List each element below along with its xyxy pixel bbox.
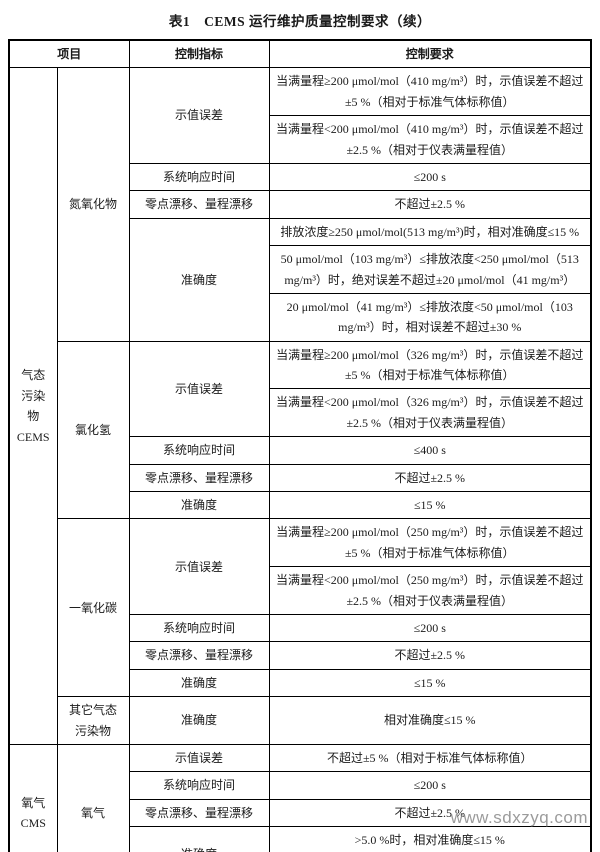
req-cell-other-accuracy: 相对准确度≤15 %: [268, 696, 592, 745]
req-cell-nox-ie-low: 当满量程<200 μmol/mol（410 mg/m³）时，示值误差不超过±2.…: [268, 115, 592, 164]
req-cell-o2-drift: 不超过±2.5 %: [268, 798, 592, 828]
header-cell-item: 项目: [8, 39, 130, 69]
table-row: 零点漂移、量程漂移 不超过±2.5 %: [9, 463, 592, 493]
indicator-cell-nox-response-time: 系统响应时间: [128, 162, 270, 192]
indicator-cell-co-response-time: 系统响应时间: [128, 613, 270, 643]
table-row: 零点漂移、量程漂移 不超过±2.5 %: [9, 190, 592, 219]
header-cell-indicator: 控制指标: [128, 39, 270, 69]
req-cell-hcl-drift: 不超过±2.5 %: [268, 463, 592, 493]
table-row: 系统响应时间 ≤400 s: [9, 436, 592, 465]
req-cell-nox-accuracy-3: 20 μmol/mol（41 mg/m³）≤排放浓度<50 μmol/mol（1…: [268, 292, 592, 342]
table-title: 表1 CEMS 运行维护质量控制要求（续）: [168, 14, 432, 29]
indicator-cell-nox-indication-error: 示值误差: [128, 67, 270, 164]
table-row: 准确度 ≤15 %: [9, 668, 592, 698]
table-row: 气态 污染 物 CEMS 氮氧化物 示值误差 当满量程≥200 μmol/mol…: [8, 67, 592, 745]
indicator-cell-co-indication-error: 示值误差: [128, 518, 270, 615]
table-row: 准确度 >5.0 %时，相对准确度≤15 %: [9, 826, 592, 852]
req-cell-hcl-accuracy: ≤15 %: [268, 491, 592, 520]
pollutant-cell-co: 一氧化碳: [56, 518, 130, 698]
header-cell-requirement: 控制要求: [268, 39, 592, 69]
table-row: 当满量程<200 μmol/mol（250 mg/m³）时，示值误差不超过±2.…: [9, 566, 592, 615]
pollutant-cell-o2: 氧气: [56, 743, 130, 852]
req-cell-co-ie-high: 当满量程≥200 μmol/mol（250 mg/m³）时，示值误差不超过±5 …: [268, 518, 592, 568]
group-cell-oxygen-cms: 氧气 CMS: [8, 743, 58, 852]
table-row: 其它气态 污染物 准确度 相对准确度≤15 %: [9, 696, 592, 745]
req-cell-co-drift: 不超过±2.5 %: [268, 641, 592, 670]
indicator-cell-o2-accuracy: 准确度: [128, 826, 270, 852]
table-row: 系统响应时间 ≤200 s: [9, 613, 592, 643]
indicator-cell-o2-response-time: 系统响应时间: [128, 771, 270, 800]
indicator-cell-other-accuracy: 准确度: [128, 696, 270, 745]
table-row: 准确度 ≤15 %: [9, 491, 592, 520]
indicator-cell-hcl-indication-error: 示值误差: [128, 340, 270, 438]
req-cell-hcl-ie-low: 当满量程<200 μmol/mol（326 mg/m³）时，示值误差不超过±2.…: [268, 388, 592, 438]
req-cell-co-ie-low: 当满量程<200 μmol/mol（250 mg/m³）时，示值误差不超过±2.…: [268, 566, 592, 615]
table-row: 50 μmol/mol（103 mg/m³）≤排放浓度<250 μmol/mol…: [9, 245, 592, 294]
table-row: 系统响应时间 ≤200 s: [9, 162, 592, 192]
req-cell-nox-drift: 不超过±2.5 %: [268, 190, 592, 219]
header-row: 项目 控制指标 控制要求: [8, 39, 592, 69]
indicator-cell-hcl-response-time: 系统响应时间: [128, 436, 270, 465]
table-row: 一氧化碳 示值误差 当满量程≥200 μmol/mol（250 mg/m³）时，…: [9, 518, 592, 698]
table-row: 当满量程<200 μmol/mol（326 mg/m³）时，示值误差不超过±2.…: [9, 388, 592, 438]
indicator-cell-o2-indication-error: 示值误差: [128, 743, 270, 773]
table-row: 准确度 排放浓度≥250 μmol/mol(513 mg/m³)时，相对准确度≤…: [9, 217, 592, 342]
indicator-cell-co-accuracy: 准确度: [128, 668, 270, 698]
indicator-cell-hcl-accuracy: 准确度: [128, 491, 270, 520]
indicator-cell-co-drift: 零点漂移、量程漂移: [128, 641, 270, 670]
req-cell-co-response-time: ≤200 s: [268, 613, 592, 643]
indicator-cell-o2-drift: 零点漂移、量程漂移: [128, 798, 270, 828]
indicator-cell-nox-drift: 零点漂移、量程漂移: [128, 190, 270, 219]
table-row: 20 μmol/mol（41 mg/m³）≤排放浓度<50 μmol/mol（1…: [9, 292, 592, 342]
pollutant-cell-hcl: 氯化氢: [56, 340, 130, 520]
pollutant-cell-other: 其它气态 污染物: [56, 696, 130, 745]
req-cell-nox-ie-high: 当满量程≥200 μmol/mol（410 mg/m³）时，示值误差不超过±5 …: [268, 67, 592, 117]
req-cell-hcl-response-time: ≤400 s: [268, 436, 592, 465]
group-cell-gaseous-cems: 气态 污染 物 CEMS: [8, 67, 58, 745]
req-cell-nox-accuracy-2: 50 μmol/mol（103 mg/m³）≤排放浓度<250 μmol/mol…: [268, 245, 592, 294]
table-row: 当满量程<200 μmol/mol（410 mg/m³）时，示值误差不超过±2.…: [9, 115, 592, 164]
req-cell-o2-accuracy-1: >5.0 %时，相对准确度≤15 %: [268, 826, 592, 852]
req-cell-o2-indication-error: 不超过±5 %（相对于标准气体标称值）: [268, 743, 592, 773]
req-cell-nox-accuracy-1: 排放浓度≥250 μmol/mol(513 mg/m³)时，相对准确度≤15 %: [268, 217, 592, 247]
cems-quality-control-table: 项目 控制指标 控制要求 气态 污染 物 CEMS 氮氧化物 示值误差 当满量程…: [8, 39, 592, 852]
indicator-cell-nox-accuracy: 准确度: [128, 217, 270, 342]
req-cell-nox-response-time: ≤200 s: [268, 162, 592, 192]
table-row: 氧气 CMS 氧气 示值误差 不超过±5 %（相对于标准气体标称值）: [8, 743, 592, 852]
req-cell-o2-response-time: ≤200 s: [268, 771, 592, 800]
pollutant-cell-nox: 氮氧化物: [56, 67, 130, 342]
req-cell-co-accuracy: ≤15 %: [268, 668, 592, 698]
indicator-cell-hcl-drift: 零点漂移、量程漂移: [128, 463, 270, 493]
table-row: 氯化氢 示值误差 当满量程≥200 μmol/mol（326 mg/m³）时，示…: [9, 340, 592, 520]
req-cell-hcl-ie-high: 当满量程≥200 μmol/mol（326 mg/m³）时，示值误差不超过±5 …: [268, 340, 592, 390]
